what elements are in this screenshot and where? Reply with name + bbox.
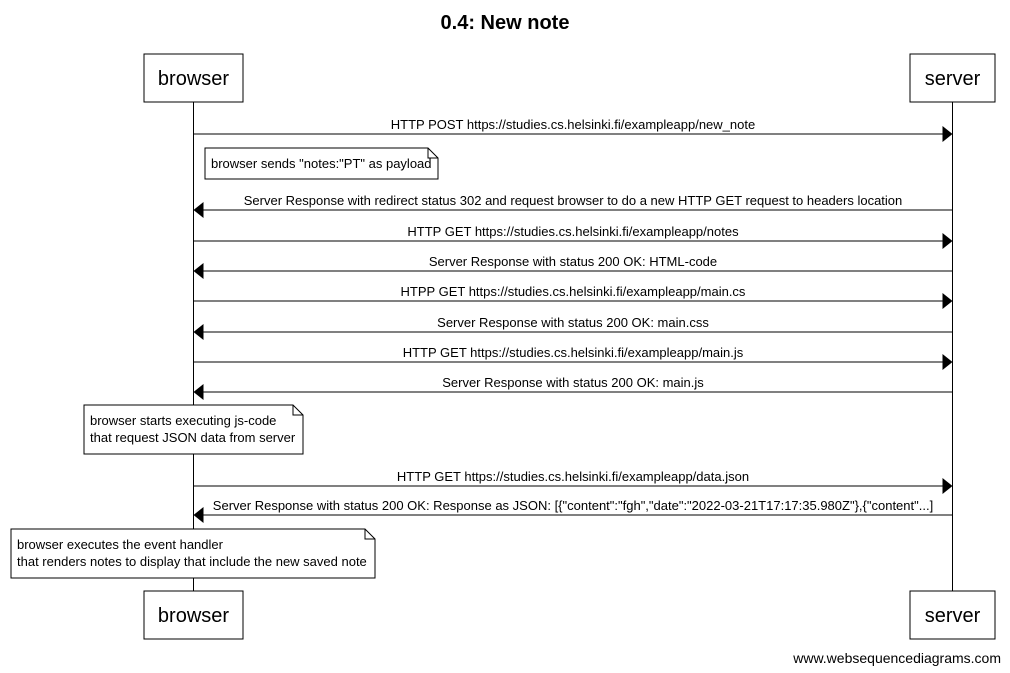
note-fold [427,148,438,159]
note-text: browser sends "notes:"PT" as payload [211,156,432,171]
server-actor-box-bottom [909,590,996,640]
message-arrowhead [193,384,204,400]
message-label: Server Response with redirect status 302… [244,193,903,208]
server-actor-label-top: server [925,68,981,90]
server-actor-label-bottom: server [925,605,981,627]
credit-link[interactable]: www.websequencediagrams.com [792,650,1001,666]
message-arrowhead [193,507,204,523]
message-arrowhead [942,126,953,142]
browser-actor-label-top: browser [158,68,229,90]
message-arrowhead [193,202,204,218]
message-arrowhead [942,293,953,309]
message-label: Server Response with status 200 OK: main… [437,315,709,330]
note-fold [364,529,375,540]
message-label: HTPP GET https://studies.cs.helsinki.fi/… [401,284,746,299]
message-arrowhead [193,324,204,340]
browser-actor-box-bottom [143,590,244,640]
note-text: browser executes the event handler [17,537,224,552]
message-arrowhead [942,478,953,494]
server-actor-box-top [909,53,996,103]
message-label: HTTP GET https://studies.cs.helsinki.fi/… [397,469,749,484]
message-arrowhead [193,263,204,279]
note-text: browser starts executing js-code [90,413,276,428]
message-arrowhead [942,354,953,370]
note-text: that request JSON data from server [90,430,296,445]
browser-actor-box-top [143,53,244,103]
message-label: HTTP POST https://studies.cs.helsinki.fi… [391,117,755,132]
diagram-title: 0.4: New note [441,12,570,34]
note-text: that renders notes to display that inclu… [17,554,367,569]
browser-actor-label-bottom: browser [158,605,229,627]
message-label: Server Response with status 200 OK: main… [442,375,704,390]
note-box [10,528,376,579]
note-fold [292,405,303,416]
message-label: HTTP GET https://studies.cs.helsinki.fi/… [403,345,744,360]
message-arrowhead [942,233,953,249]
message-label: Server Response with status 200 OK: Resp… [213,498,933,513]
note-box [83,404,304,455]
note-box [204,147,439,180]
message-label: Server Response with status 200 OK: HTML… [429,254,717,269]
message-label: HTTP GET https://studies.cs.helsinki.fi/… [407,224,739,239]
